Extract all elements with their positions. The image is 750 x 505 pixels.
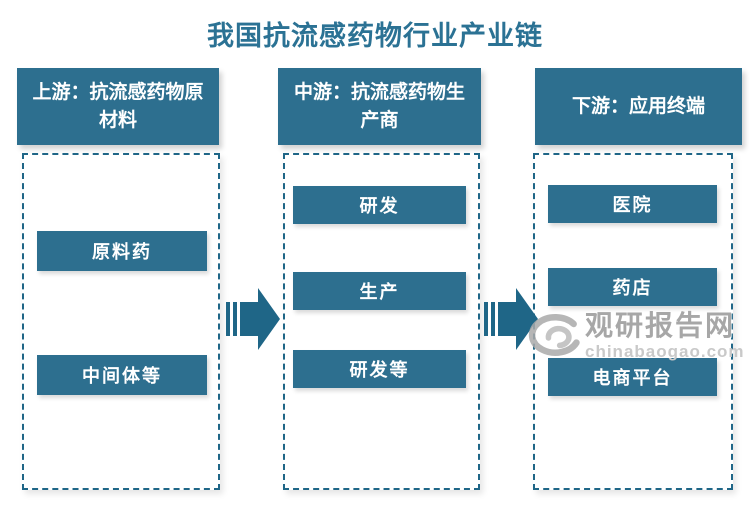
upstream-header: 上游：抗流感药物原材料 — [17, 68, 219, 145]
flow-arrow-icon — [225, 287, 281, 351]
node-intermediates: 中间体等 — [37, 355, 207, 395]
downstream-header: 下游：应用终端 — [535, 68, 742, 145]
upstream-container — [22, 153, 220, 490]
node-pharmacy: 药店 — [548, 268, 717, 306]
midstream-header: 中游：抗流感药物生产商 — [278, 68, 481, 145]
midstream-container — [283, 153, 480, 490]
node-rnd: 研发 — [293, 186, 466, 224]
node-rnd-etc: 研发等 — [293, 350, 466, 388]
node-ecommerce: 电商平台 — [548, 358, 717, 396]
node-production: 生产 — [293, 272, 466, 310]
flow-arrow-icon — [483, 287, 539, 351]
node-raw-drug: 原料药 — [37, 231, 207, 271]
page-title: 我国抗流感药物行业产业链 — [207, 21, 543, 51]
node-hospital: 医院 — [548, 185, 717, 223]
